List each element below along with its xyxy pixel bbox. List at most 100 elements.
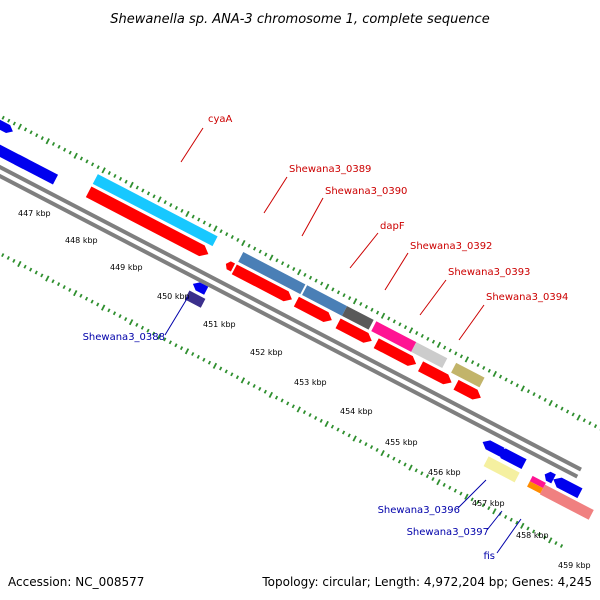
outer-tick bbox=[208, 223, 212, 228]
inner-tick bbox=[62, 285, 66, 290]
gene-feature bbox=[192, 282, 209, 295]
outer-tick bbox=[370, 307, 374, 312]
inner-tick bbox=[308, 413, 312, 418]
inner-tick bbox=[146, 328, 150, 333]
tick-label: 447 kbp bbox=[18, 209, 51, 218]
inner-tick bbox=[246, 381, 251, 386]
inner-tick bbox=[17, 260, 22, 268]
inner-tick bbox=[537, 532, 541, 537]
inner-tick bbox=[212, 362, 218, 369]
inner-tick bbox=[554, 541, 558, 546]
inner-tick bbox=[56, 282, 61, 287]
gene-label: Shewana3_0396 bbox=[378, 505, 460, 516]
outer-tick bbox=[336, 290, 341, 295]
tick-label: 458 kbp bbox=[516, 531, 549, 540]
outer-tick bbox=[107, 171, 111, 175]
inner-tick bbox=[268, 391, 274, 398]
inner-tick bbox=[179, 346, 184, 351]
inner-tick bbox=[140, 325, 145, 330]
gene-label: Shewana3_0394 bbox=[486, 292, 568, 303]
gene-label: Shewana3_0389 bbox=[289, 164, 371, 175]
outer-tick bbox=[571, 412, 575, 417]
gene-feature bbox=[335, 318, 372, 343]
outer-tick bbox=[280, 261, 285, 266]
inner-tick bbox=[156, 333, 162, 340]
outer-tick bbox=[286, 264, 290, 269]
gene-labels: cyaAShewana3_0389Shewana3_0390dapFShewan… bbox=[83, 114, 569, 562]
outer-tick bbox=[157, 196, 162, 203]
gene-label-leader bbox=[384, 252, 409, 291]
outer-tick-row bbox=[1, 115, 600, 431]
outer-tick bbox=[197, 217, 201, 222]
gene-feature bbox=[293, 296, 332, 322]
gene-feature bbox=[231, 264, 292, 302]
inner-tick bbox=[84, 296, 89, 301]
gene-feature bbox=[238, 252, 306, 295]
gene-feature bbox=[544, 471, 556, 484]
outer-tick bbox=[320, 281, 324, 286]
inner-tick bbox=[436, 479, 441, 486]
gene-feature bbox=[341, 306, 374, 330]
outer-tick bbox=[152, 194, 156, 199]
tick-label: 457 kbp bbox=[472, 499, 505, 508]
outer-tick bbox=[448, 348, 452, 353]
backbone-outer bbox=[0, 135, 582, 472]
outer-tick bbox=[45, 138, 50, 145]
outer-tick bbox=[582, 418, 586, 423]
inner-tick bbox=[504, 514, 508, 519]
outer-tick bbox=[504, 377, 508, 382]
gene-label-leader bbox=[458, 304, 485, 341]
outer-tick bbox=[23, 127, 28, 132]
outer-tick bbox=[543, 397, 547, 402]
outer-tick bbox=[180, 208, 184, 213]
inner-tick bbox=[29, 267, 33, 272]
inner-tick bbox=[1, 253, 5, 258]
inner-tick bbox=[448, 485, 452, 490]
genome-track bbox=[0, 104, 600, 548]
outer-tick bbox=[324, 283, 330, 290]
inner-tick bbox=[358, 439, 362, 444]
inner-tick bbox=[453, 488, 457, 493]
inner-tick bbox=[324, 420, 329, 428]
inner-tick bbox=[73, 290, 78, 297]
gene-feature bbox=[411, 342, 448, 369]
outer-tick bbox=[113, 173, 117, 178]
outer-tick bbox=[331, 287, 335, 292]
tick-label: 452 kbp bbox=[250, 348, 283, 357]
outer-tick bbox=[392, 319, 396, 324]
outer-tick bbox=[169, 203, 173, 207]
outer-tick bbox=[241, 239, 246, 247]
inner-tick bbox=[515, 520, 519, 525]
inner-tick bbox=[230, 372, 234, 377]
outer-tick bbox=[269, 254, 274, 261]
inner-tick bbox=[526, 526, 530, 531]
tick-label: 448 kbp bbox=[65, 236, 98, 245]
inner-tick bbox=[263, 389, 267, 394]
outer-tick bbox=[314, 278, 318, 283]
outer-tick bbox=[380, 312, 386, 319]
gene-label-leader bbox=[457, 479, 487, 509]
inner-tick bbox=[420, 471, 424, 476]
gene-feature bbox=[483, 456, 520, 483]
outer-tick bbox=[253, 246, 257, 251]
outer-tick bbox=[264, 252, 268, 257]
outer-tick bbox=[359, 301, 363, 306]
gene-feature bbox=[497, 448, 527, 470]
tick-label: 456 kbp bbox=[428, 468, 461, 477]
inner-tick bbox=[291, 404, 295, 409]
inner-tick bbox=[79, 293, 83, 298]
outer-tick bbox=[443, 345, 447, 350]
outer-tick bbox=[17, 123, 22, 130]
gene-label-leader bbox=[419, 279, 447, 316]
gene-feature bbox=[453, 379, 481, 400]
gene-label-leader bbox=[486, 510, 503, 531]
gene-features bbox=[0, 104, 594, 520]
inner-tick bbox=[40, 273, 44, 278]
outer-tick bbox=[476, 363, 480, 367]
outer-tick bbox=[29, 130, 33, 135]
outer-tick bbox=[146, 191, 151, 196]
inner-tick bbox=[224, 369, 228, 374]
inner-tick bbox=[431, 477, 435, 482]
tick-label: 459 kbp bbox=[558, 561, 591, 570]
